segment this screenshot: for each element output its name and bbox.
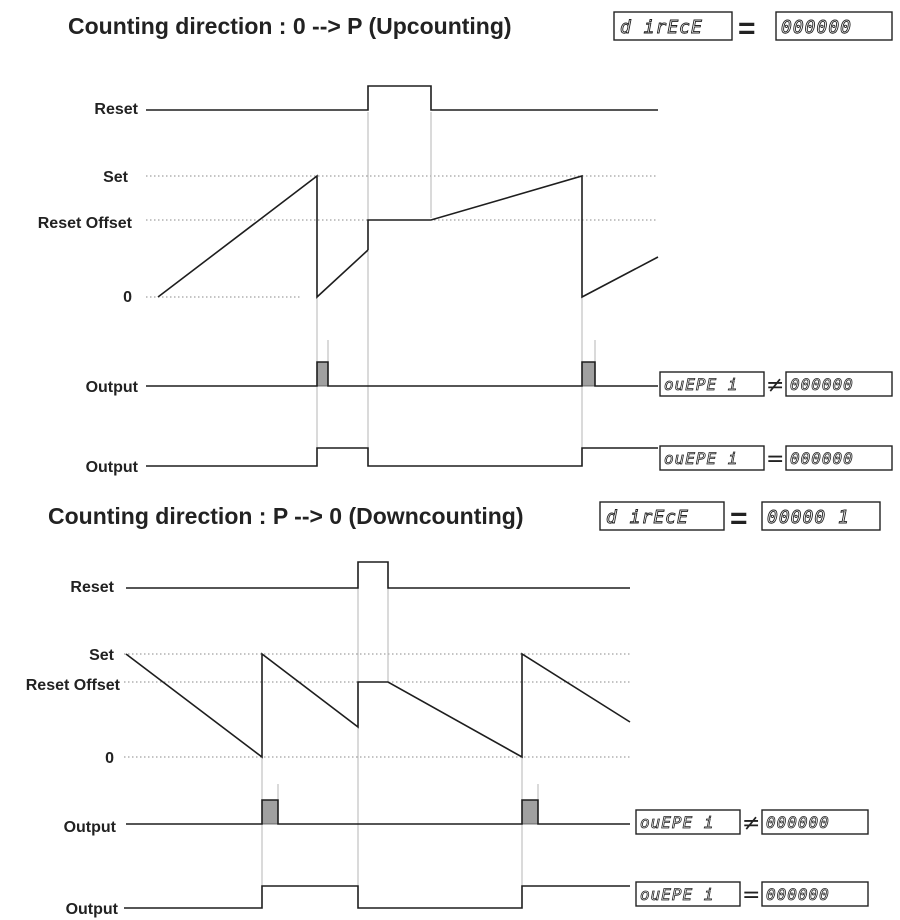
down-out1-value-text: 000000: [766, 813, 830, 832]
down-out1-param-text: ouEPE i: [640, 813, 714, 832]
up-out2-value-text: 000000: [790, 449, 854, 468]
down-output1-signal: [126, 799, 630, 825]
down-out2-param-box: [635, 881, 741, 907]
up-reset-label: Reset: [94, 101, 138, 118]
up-out1-operator: ≠: [766, 373, 784, 398]
up-out1-value-text: 000000: [790, 375, 854, 394]
down-reset-offset-label: Reset Offset: [26, 677, 121, 694]
up-counter-ramp-2: [367, 174, 659, 299]
up-out1-value-box: [785, 371, 893, 397]
down-direct-value-text: 00000 1: [767, 507, 850, 528]
up-output2-label: Output: [86, 459, 139, 476]
down-out1-operator: ≠: [742, 811, 760, 836]
up-output1-label: Output: [86, 379, 139, 396]
up-output1-signal: [146, 361, 658, 387]
down-out1-value-box: [761, 809, 869, 835]
down-direct-param-box: [599, 501, 725, 531]
down-counter-ramp: [125, 652, 631, 759]
down-out2-param-text: ouEPE i: [640, 885, 714, 904]
up-direct-equals: =: [738, 12, 756, 45]
down-output1-label: Output: [64, 819, 117, 836]
down-reset-signal: [126, 561, 630, 589]
up-direct-value-box: [775, 11, 893, 41]
down-set-label: Set: [89, 647, 115, 664]
up-reset-offset-label: Reset Offset: [38, 215, 133, 232]
up-reset-signal: [146, 85, 658, 111]
down-reset-label: Reset: [70, 579, 114, 596]
down-direct-param-text: d irEcE: [606, 507, 689, 528]
down-out2-operator: =: [742, 883, 760, 908]
down-direct-value-box: [761, 501, 881, 531]
up-direct-param-text: d irEcE: [620, 17, 703, 38]
down-output1-pulse-1: [261, 799, 279, 825]
up-out1-param-text: ouEPE i: [664, 375, 738, 394]
down-out2-value-text: 000000: [766, 885, 830, 904]
up-out2-param-text: ouEPE i: [664, 449, 738, 468]
up-counter-ramp-1: [157, 174, 369, 299]
down-output2-signal: [124, 885, 630, 909]
up-out2-operator: =: [766, 447, 784, 472]
up-out2-value-box: [785, 445, 893, 471]
downcounting-title: Counting direction : P --> 0 (Downcounti…: [48, 503, 524, 529]
downcounting-section: Counting direction : P --> 0 (Downcounti…: [26, 501, 881, 918]
down-out1-param-box: [635, 809, 741, 835]
up-output2-signal: [146, 447, 658, 467]
up-out2-param-box: [659, 445, 765, 471]
upcounting-title: Counting direction : 0 --> P (Upcounting…: [68, 13, 512, 39]
up-direct-param-box: [613, 11, 733, 41]
down-zero-label: 0: [105, 750, 114, 767]
down-output2-label: Output: [66, 901, 119, 918]
up-set-label: Set: [103, 169, 129, 186]
down-out2-value-box: [761, 881, 869, 907]
up-output1-pulse-2: [581, 361, 596, 387]
up-zero-label: 0: [123, 289, 132, 306]
up-output1-pulse-1: [316, 361, 329, 387]
up-out1-param-box: [659, 371, 765, 397]
up-direct-value-text: 000000: [781, 17, 852, 38]
upcounting-section: Counting direction : 0 --> P (Upcounting…: [38, 11, 893, 476]
down-output1-pulse-2: [521, 799, 539, 825]
down-direct-equals: =: [730, 502, 748, 535]
